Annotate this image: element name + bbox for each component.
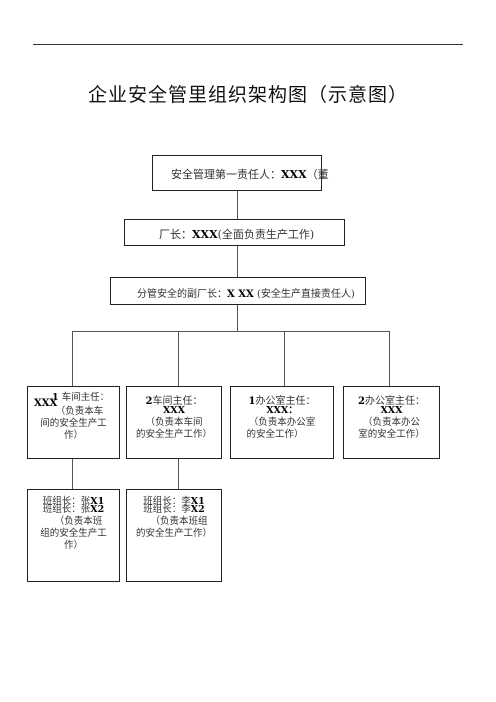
- node-office-2-name: XXX: [380, 405, 403, 416]
- node-workshop-2-duty-2: 的安全生产工作）: [135, 429, 212, 440]
- connector-bus-d1: [72, 331, 73, 387]
- node-team-1: 班组长：张X1 班组长：张X2 （负责本班 组的安全生产工 作）: [27, 489, 120, 582]
- node-office-2-duty-1: （负责本办公: [362, 417, 420, 428]
- header-rule: [33, 44, 463, 45]
- node-team-1-code-1: X1: [90, 496, 105, 507]
- node-workshop-2-name: XXX: [162, 405, 186, 416]
- node-workshop-2-duty-1: （负责本车间: [145, 417, 203, 428]
- node-deputy-director-tail: (安全生产直接责任人): [256, 289, 355, 300]
- node-office-2-num: 2: [358, 396, 365, 407]
- node-deputy-director-label: 分管安全的副厂长：: [137, 289, 227, 300]
- node-workshop-2-num: 2: [145, 396, 153, 407]
- node-first-responsible: 安全管理第一责任人：XXX（董: [152, 155, 329, 191]
- node-workshop-2: 2车间主任： XXX （负责本车间 的安全生产工作）: [126, 386, 222, 459]
- connector-d1-t1: [72, 458, 73, 490]
- node-first-responsible-name: XXX: [281, 168, 307, 181]
- node-workshop-1-name: XXX: [34, 398, 58, 409]
- node-team-1-code-2: X2: [90, 504, 105, 515]
- connector-bus-d4: [389, 331, 390, 387]
- node-workshop-1-duty-2: 间的安全生产工: [40, 418, 107, 429]
- connector-bus-d3: [284, 331, 285, 387]
- node-workshop-1-duty-1: （负责本车: [55, 406, 104, 417]
- node-office-1-duty-2: 的安全工作）: [246, 429, 304, 440]
- node-team-1-duty-1: （负责本班: [54, 516, 103, 527]
- node-team-2: 班组长：李X1 班组长：李X2 （负责本班组 的安全生产工作）: [126, 489, 222, 582]
- node-team-2-code-1: X1: [190, 496, 205, 507]
- node-factory-director-tail: (全面负责生产工作): [217, 228, 315, 241]
- node-team-2-duty-2: 的安全生产工作）: [135, 528, 212, 539]
- node-office-1-num: 1: [248, 396, 256, 407]
- node-deputy-director: 分管安全的副厂长：X XX (安全生产直接责任人): [110, 277, 366, 305]
- node-team-2-line-1: 班组长：李: [143, 496, 191, 507]
- node-factory-director-label: 厂长：: [159, 228, 192, 241]
- node-office-2-title: 办公室主任：: [364, 396, 425, 407]
- node-team-2-duty-1: （负责本班组: [150, 516, 208, 527]
- node-workshop-1-duty-3: 作）: [63, 430, 83, 441]
- node-workshop-1-title: 车间主任：: [61, 392, 110, 403]
- node-office-2: 2办公室主任： XXX （负责本办公 室的安全工作）: [343, 386, 440, 459]
- node-deputy-director-name: X XX: [227, 289, 254, 300]
- node-team-2-code-2: X2: [190, 504, 205, 515]
- node-office-1: 1办公室主任： XXX： （负责本办公室 的安全工作）: [230, 386, 334, 459]
- page-title: 企业安全管里组织架构图（示意图）: [87, 84, 408, 106]
- connector-n2-n3: [237, 245, 238, 277]
- node-office-1-title: 办公室主任：: [255, 396, 316, 407]
- node-workshop-1: 1 车间主任： XXX （负责本车 间的安全生产工 作）: [27, 386, 120, 459]
- connector-n3-bus: [237, 304, 238, 331]
- node-team-2-line-2: 班组长：李: [143, 504, 191, 515]
- node-factory-director-name: XXX: [192, 228, 218, 241]
- connector-n1-n2: [237, 190, 238, 219]
- node-first-responsible-tail: （董: [306, 168, 329, 181]
- node-workshop-1-num: 1: [52, 392, 59, 403]
- node-factory-director: 厂长：XXX(全面负责生产工作): [124, 219, 345, 246]
- node-office-1-name: XXX：: [266, 405, 298, 416]
- node-office-1-duty-1: （负责本办公室: [248, 417, 316, 428]
- node-first-responsible-label: 安全管理第一责任人：: [171, 168, 281, 181]
- node-team-1-duty-2: 组的安全生产工: [40, 528, 107, 539]
- node-team-1-duty-3: 作）: [63, 540, 83, 551]
- connector-d2-t2: [178, 458, 179, 490]
- node-office-2-duty-2: 室的安全工作）: [358, 429, 425, 440]
- node-team-1-line-2: 班组长：张: [42, 504, 91, 515]
- node-workshop-2-title: 车间主任：: [152, 396, 203, 407]
- connector-bus-d2: [178, 331, 179, 387]
- node-team-1-line-1: 班组长：张: [42, 496, 91, 507]
- connector-bus: [72, 331, 389, 332]
